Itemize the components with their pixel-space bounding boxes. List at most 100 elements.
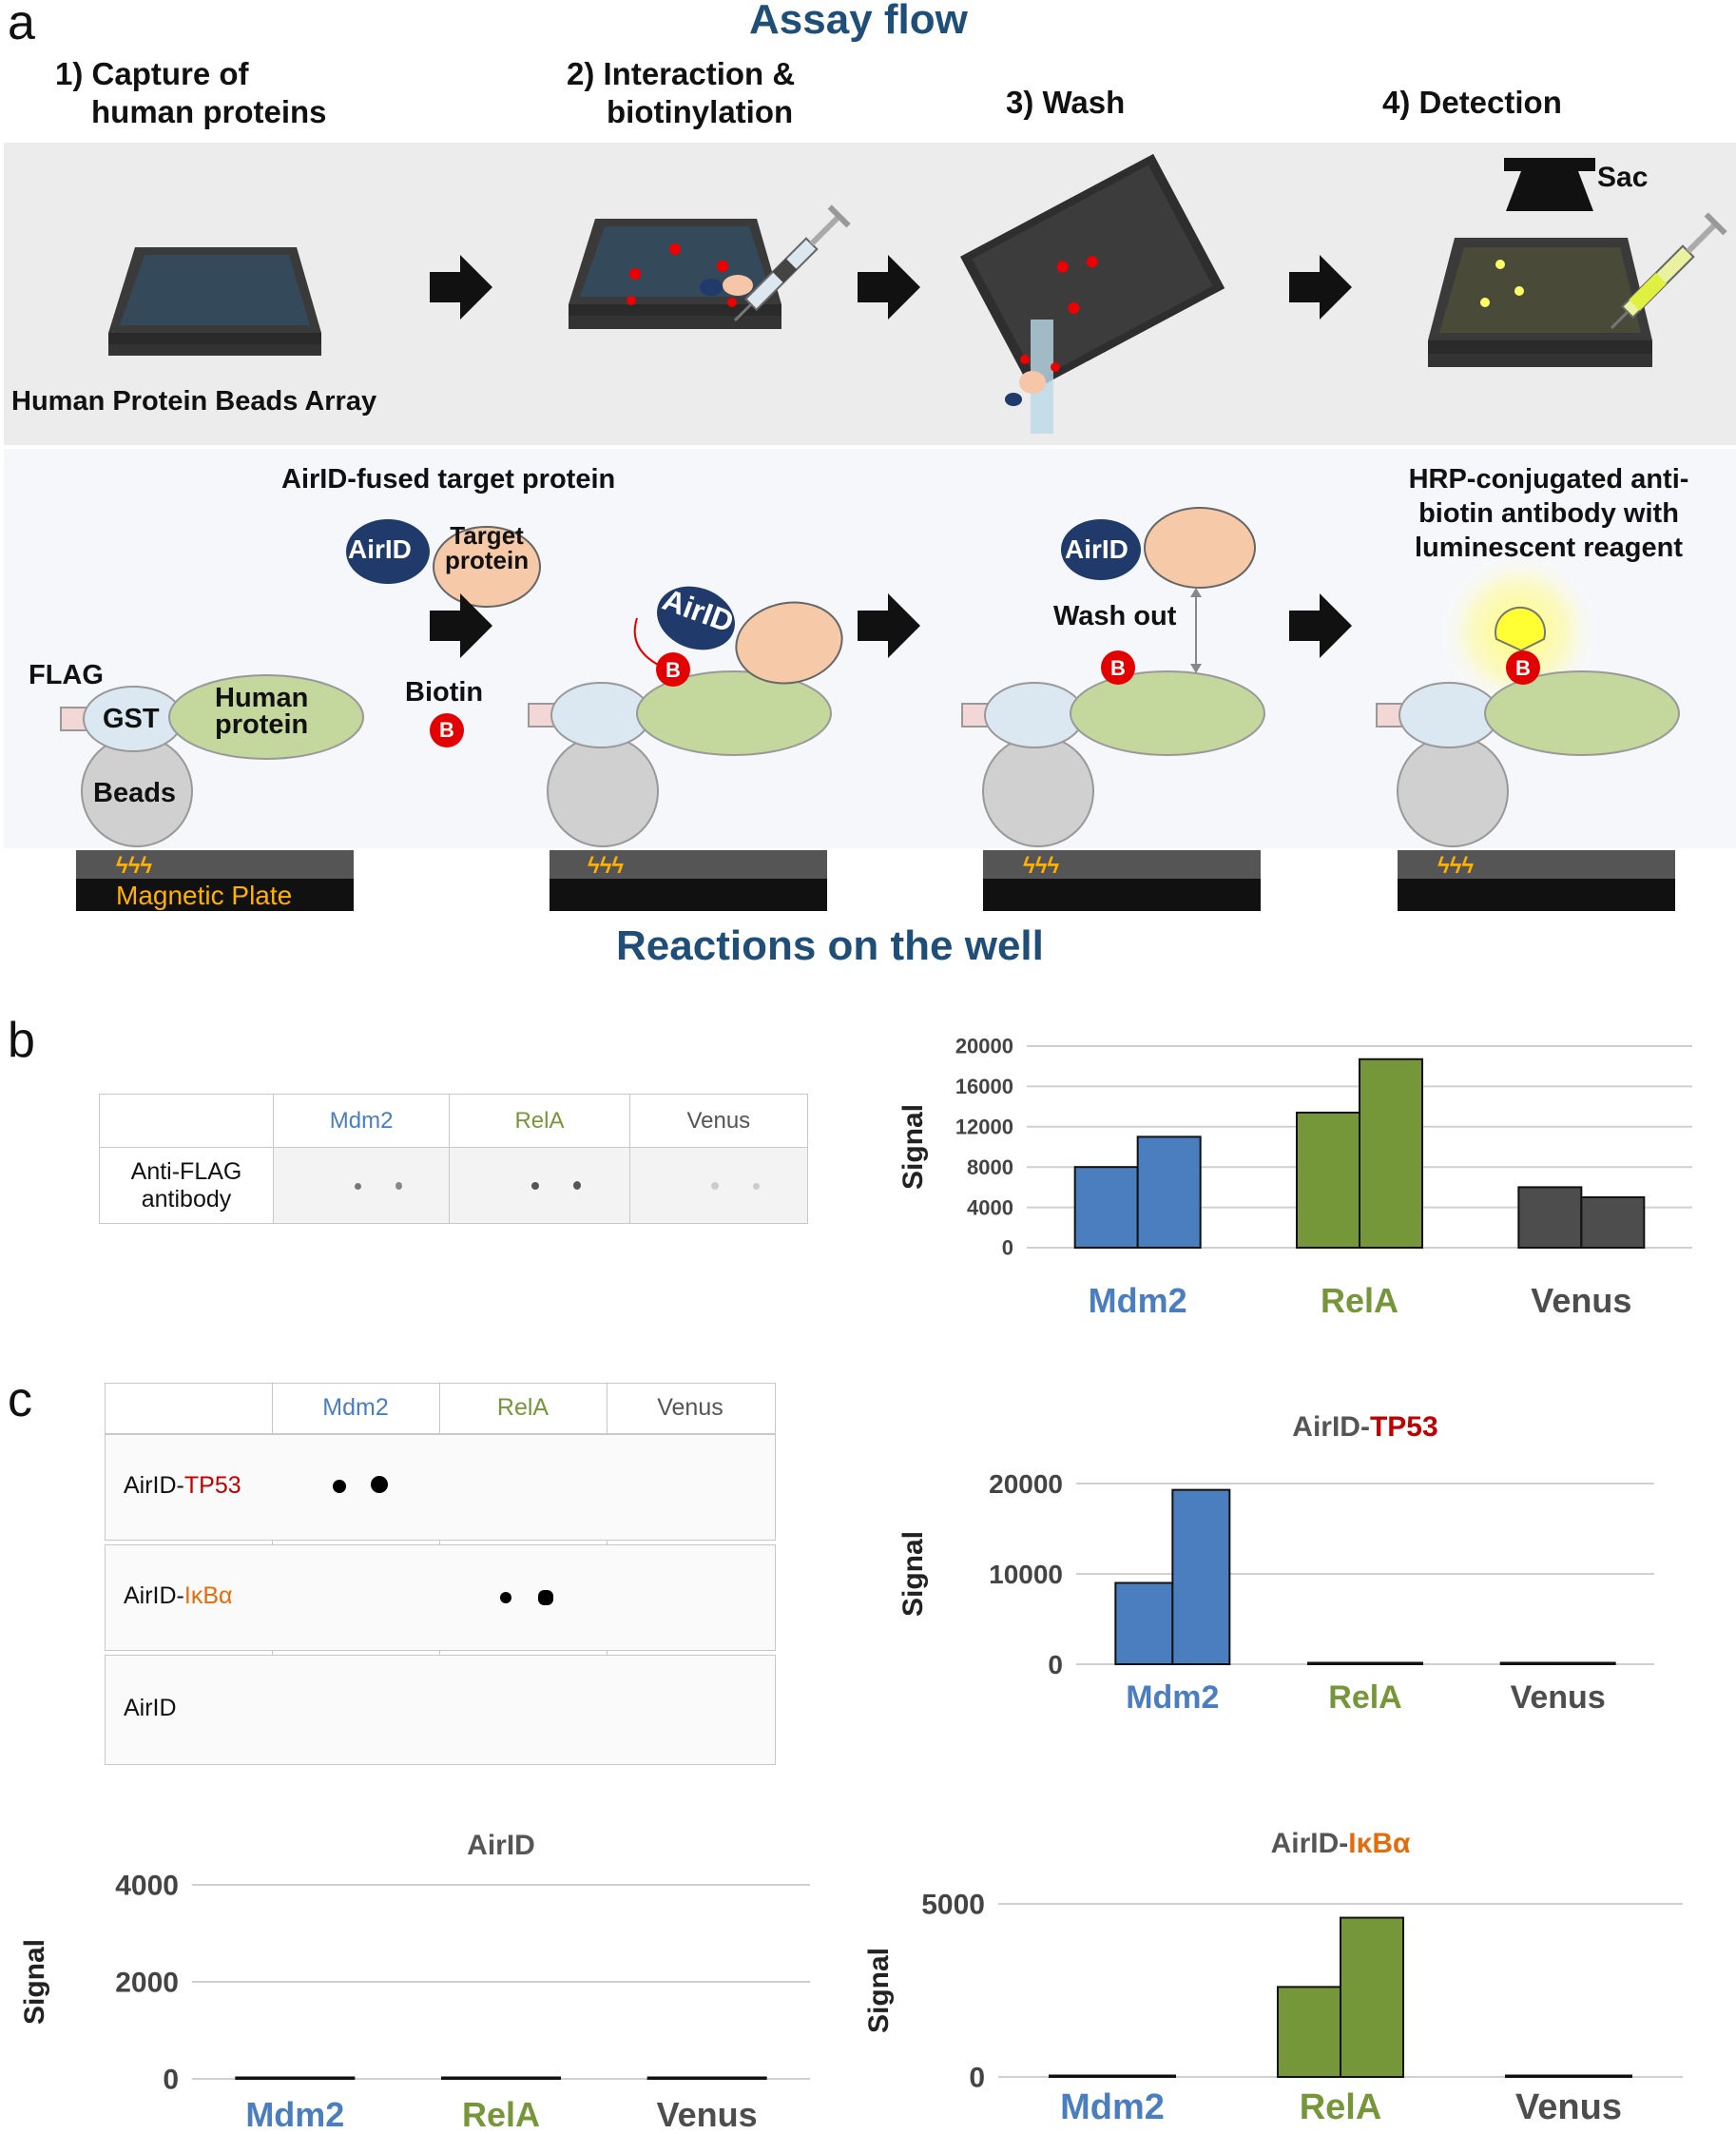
human-protein-label: Human protein bbox=[215, 683, 309, 740]
airid-target-complex bbox=[346, 519, 541, 608]
category-label: RelA bbox=[462, 2095, 540, 2134]
y-tick-label: 20000 bbox=[955, 1035, 1013, 1058]
syringe-icon bbox=[1610, 212, 1727, 330]
target-protein-label: Target protein bbox=[445, 521, 530, 574]
blot-row-label: Anti-FLAG antibody bbox=[99, 1147, 274, 1224]
blot-spot-cell bbox=[628, 1147, 809, 1224]
bar bbox=[646, 2076, 708, 2080]
assay-flow-title: Assay flow bbox=[749, 0, 968, 43]
airid-label: AirID bbox=[348, 534, 412, 564]
panel-letter-b: b bbox=[8, 1013, 35, 1068]
arrow-right-icon bbox=[430, 593, 492, 658]
well-1: ϟϟϟ bbox=[60, 674, 364, 911]
b-label-3: B bbox=[1110, 656, 1126, 680]
y-tick-label: 8000 bbox=[967, 1155, 1013, 1179]
bar bbox=[705, 2076, 767, 2080]
bar bbox=[1049, 2074, 1113, 2078]
bar bbox=[1556, 1661, 1616, 1665]
y-tick-label: 4000 bbox=[115, 1871, 179, 1902]
bar bbox=[1340, 1916, 1404, 2078]
blot-spot bbox=[333, 1480, 346, 1493]
bar bbox=[500, 2076, 561, 2080]
bar bbox=[235, 2076, 297, 2080]
biotin-label: Biotin bbox=[405, 677, 484, 708]
category-label: RelA bbox=[1328, 1679, 1401, 1716]
biotin-b-label: B bbox=[439, 718, 454, 742]
b-label-2: B bbox=[665, 658, 681, 682]
step-1-label: 1) Capture of human proteins bbox=[55, 56, 327, 129]
bar bbox=[1114, 1581, 1174, 1665]
bar bbox=[1359, 1057, 1423, 1249]
blot-spot bbox=[500, 1592, 511, 1603]
step-2-label: 2) Interaction & biotinylation bbox=[567, 56, 796, 129]
blot-table-b: Mdm2 RelA Venus Anti-FLAG antibody bbox=[99, 1094, 809, 1224]
bar bbox=[1307, 1661, 1366, 1665]
gst-label: GST bbox=[103, 704, 160, 734]
bead-array-plate-1 bbox=[108, 247, 321, 356]
bar bbox=[1111, 2074, 1176, 2078]
airid-fused-label: AirID-fused target protein bbox=[281, 464, 616, 495]
blot-col-header: RelA bbox=[449, 1094, 630, 1148]
y-tick-label: 16000 bbox=[955, 1075, 1013, 1098]
hrp-label: HRP-conjugated anti- biotin antibody wit… bbox=[1408, 464, 1689, 563]
magnetic-plate-label: Magnetic Plate bbox=[116, 881, 293, 910]
b-label-4: B bbox=[1515, 656, 1531, 680]
blot-row bbox=[105, 1544, 776, 1651]
bar bbox=[1580, 1196, 1646, 1249]
bar bbox=[1296, 1111, 1360, 1249]
y-axis-label: Signal bbox=[897, 1104, 929, 1190]
bar bbox=[1499, 1661, 1559, 1665]
y-axis-label: Signal bbox=[19, 1939, 50, 2025]
well-3: ϟϟϟ bbox=[961, 507, 1265, 911]
flag-label: FLAG bbox=[29, 660, 104, 690]
y-tick-label: 12000 bbox=[955, 1116, 1013, 1139]
panel-letter-a: a bbox=[8, 0, 35, 50]
svg-text:ϟϟϟ: ϟϟϟ bbox=[1023, 853, 1059, 879]
category-label: Venus bbox=[657, 2095, 758, 2134]
arrow-right-icon bbox=[1289, 255, 1352, 320]
bar bbox=[1171, 1488, 1231, 1666]
blot-col-header: Venus bbox=[657, 1394, 723, 1421]
blot-row-label: AirID-TP53 bbox=[124, 1472, 241, 1499]
blot-col-header: Venus bbox=[628, 1094, 809, 1148]
step-3-label: 3) Wash bbox=[1006, 85, 1126, 120]
well-4: ϟϟϟ bbox=[1376, 552, 1680, 911]
bar bbox=[1505, 2074, 1570, 2078]
bead-array-plate-4 bbox=[1428, 238, 1652, 367]
well-2: ϟϟϟ bbox=[528, 586, 843, 911]
blot-col-header: RelA bbox=[496, 1394, 550, 1421]
wash-out-label: Wash out bbox=[1053, 601, 1177, 631]
chart-title: AirID bbox=[467, 1830, 535, 1861]
svg-text:ϟϟϟ: ϟϟϟ bbox=[1437, 853, 1474, 879]
category-label: Mdm2 bbox=[245, 2095, 344, 2134]
y-tick-label: 0 bbox=[969, 2063, 985, 2094]
category-label: Venus bbox=[1531, 1281, 1631, 1320]
bar bbox=[1364, 1661, 1423, 1665]
step-4-label: 4) Detection bbox=[1382, 85, 1562, 120]
detector-icon bbox=[1504, 158, 1595, 211]
svg-text:ϟϟϟ: ϟϟϟ bbox=[588, 853, 624, 879]
y-tick-label: 5000 bbox=[921, 1890, 985, 1921]
y-tick-label: 10000 bbox=[989, 1560, 1063, 1589]
bar bbox=[1136, 1135, 1202, 1249]
blot-row bbox=[105, 1434, 776, 1541]
arrow-right-icon bbox=[858, 255, 920, 320]
reaction-diagram: ϟϟϟ ϟϟϟ ϟϟϟ bbox=[4, 449, 1736, 911]
reactions-title: Reactions on the well bbox=[616, 922, 1044, 969]
blot-table-c: Mdm2 RelA Venus AirID-TP53 AirID-IκBα Ai… bbox=[105, 1383, 776, 1765]
y-tick-label: 20000 bbox=[989, 1469, 1063, 1499]
panel-letter-c: c bbox=[8, 1372, 32, 1427]
arrow-right-icon bbox=[858, 593, 920, 658]
syringe-icon bbox=[733, 204, 851, 322]
category-label: Venus bbox=[1511, 1679, 1606, 1716]
category-label: Mdm2 bbox=[1089, 1281, 1187, 1320]
biotin-icon bbox=[430, 713, 464, 747]
chart-title: AirID-IκBα bbox=[1271, 1828, 1411, 1859]
blot-row-label: AirID-IκBα bbox=[124, 1582, 233, 1609]
bar bbox=[1073, 1166, 1139, 1249]
blot-spot bbox=[371, 1476, 388, 1493]
svg-text:ϟϟϟ: ϟϟϟ bbox=[116, 853, 152, 879]
y-axis-label: Signal bbox=[863, 1948, 895, 2033]
